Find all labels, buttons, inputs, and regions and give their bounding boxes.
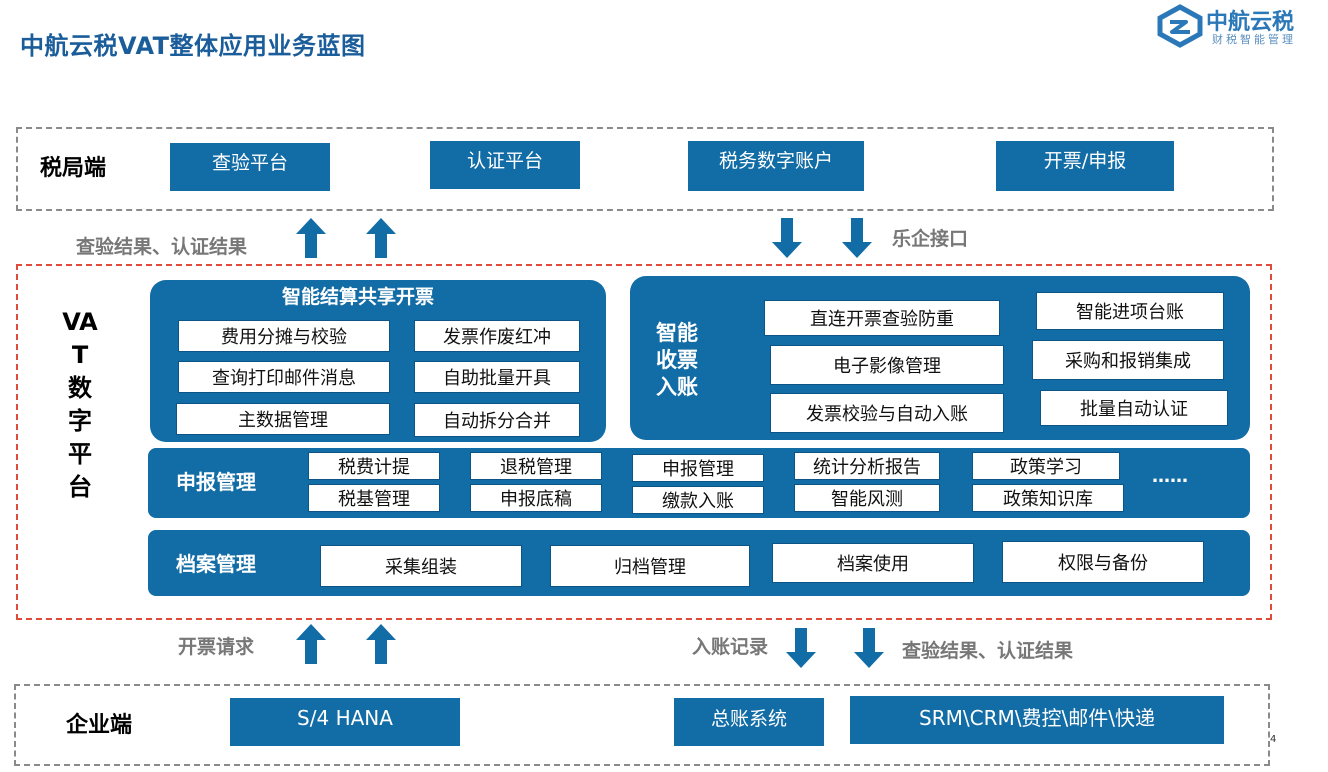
- logo: [1156, 4, 1204, 48]
- receiving-item: 采购和报销集成: [1032, 340, 1224, 380]
- declaration-item: 税基管理: [308, 484, 440, 512]
- archive-item: 权限与备份: [1002, 541, 1204, 583]
- page-title: 中航云税VAT整体应用业务蓝图: [20, 32, 366, 60]
- settlement-item: 费用分摊与校验: [178, 320, 390, 352]
- tax-item-verification-platform: 查验平台: [170, 143, 330, 191]
- down-arrow-icon: [772, 218, 802, 258]
- vat-platform-label: VAT数字平台: [62, 308, 98, 501]
- tax-bureau-zone: [16, 127, 1274, 211]
- up-arrow-icon: [296, 624, 326, 664]
- settlement-item: 发票作废红冲: [414, 320, 580, 352]
- logo-icon: [1157, 4, 1203, 48]
- archive-item: 采集组装: [320, 545, 522, 587]
- logo-name: 中航云税: [1206, 10, 1295, 35]
- archive-title: 档案管理: [176, 552, 256, 576]
- down-arrow-icon: [786, 628, 816, 668]
- receiving-item: 批量自动认证: [1040, 390, 1228, 426]
- tax-item-invoice-declare: 开票/申报: [996, 141, 1174, 191]
- declaration-item: 申报管理: [632, 454, 764, 482]
- declaration-item: 税费计提: [308, 452, 440, 480]
- settlement-item: 自动拆分合并: [414, 403, 580, 437]
- flow-label-posting-record: 入账记录: [692, 636, 769, 658]
- logo-tagline: 财税智能管理: [1212, 33, 1296, 46]
- flow-label-invoice-request: 开票请求: [178, 636, 255, 658]
- declaration-item: 智能风测: [794, 484, 940, 512]
- settlement-item: 自助批量开具: [414, 361, 580, 393]
- declaration-item: 统计分析报告: [794, 452, 940, 480]
- enterprise-item-general-ledger: 总账系统: [674, 698, 824, 746]
- declaration-item: 政策学习: [972, 452, 1120, 480]
- flow-label-verify-result: 查验结果、认证结果: [76, 236, 248, 258]
- page-number: 4: [1270, 734, 1277, 745]
- declaration-title: 申报管理: [176, 470, 256, 494]
- enterprise-zone: [14, 684, 1270, 766]
- declaration-item: 申报底稿: [470, 484, 602, 512]
- up-arrow-icon: [366, 218, 396, 258]
- settlement-title: 智能结算共享开票: [282, 286, 435, 308]
- receiving-item: 直连开票查验防重: [764, 300, 1000, 336]
- enterprise-item-srm-crm: SRM\CRM\费控\邮件\快递: [850, 696, 1224, 744]
- declaration-item: 政策知识库: [972, 484, 1124, 512]
- declaration-item: 缴款入账: [632, 486, 764, 514]
- receiving-title: 智能收票入账: [656, 321, 698, 399]
- down-arrow-icon: [854, 628, 884, 668]
- receiving-item: 电子影像管理: [770, 345, 1004, 385]
- tax-item-digital-account: 税务数字账户: [688, 141, 864, 191]
- settlement-item: 主数据管理: [176, 403, 390, 435]
- vat-platform-zone: [16, 264, 1272, 620]
- declaration-item: 退税管理: [470, 452, 602, 480]
- tax-bureau-label: 税局端: [40, 156, 107, 181]
- receiving-item: 发票校验与自动入账: [770, 393, 1004, 433]
- archive-item: 档案使用: [772, 543, 974, 583]
- receiving-item: 智能进项台账: [1036, 292, 1224, 330]
- up-arrow-icon: [296, 218, 326, 258]
- tax-item-certification-platform: 认证平台: [430, 141, 580, 189]
- enterprise-item-s4hana: S/4 HANA: [230, 698, 460, 746]
- down-arrow-icon: [842, 218, 872, 258]
- up-arrow-icon: [366, 624, 396, 664]
- flow-label-verify-result-bottom: 查验结果、认证结果: [902, 640, 1074, 662]
- declaration-more: ……: [1152, 466, 1188, 487]
- flow-label-leqi-interface: 乐企接口: [892, 228, 969, 250]
- settlement-item: 查询打印邮件消息: [178, 361, 390, 393]
- enterprise-label: 企业端: [66, 713, 133, 738]
- archive-item: 归档管理: [550, 545, 750, 587]
